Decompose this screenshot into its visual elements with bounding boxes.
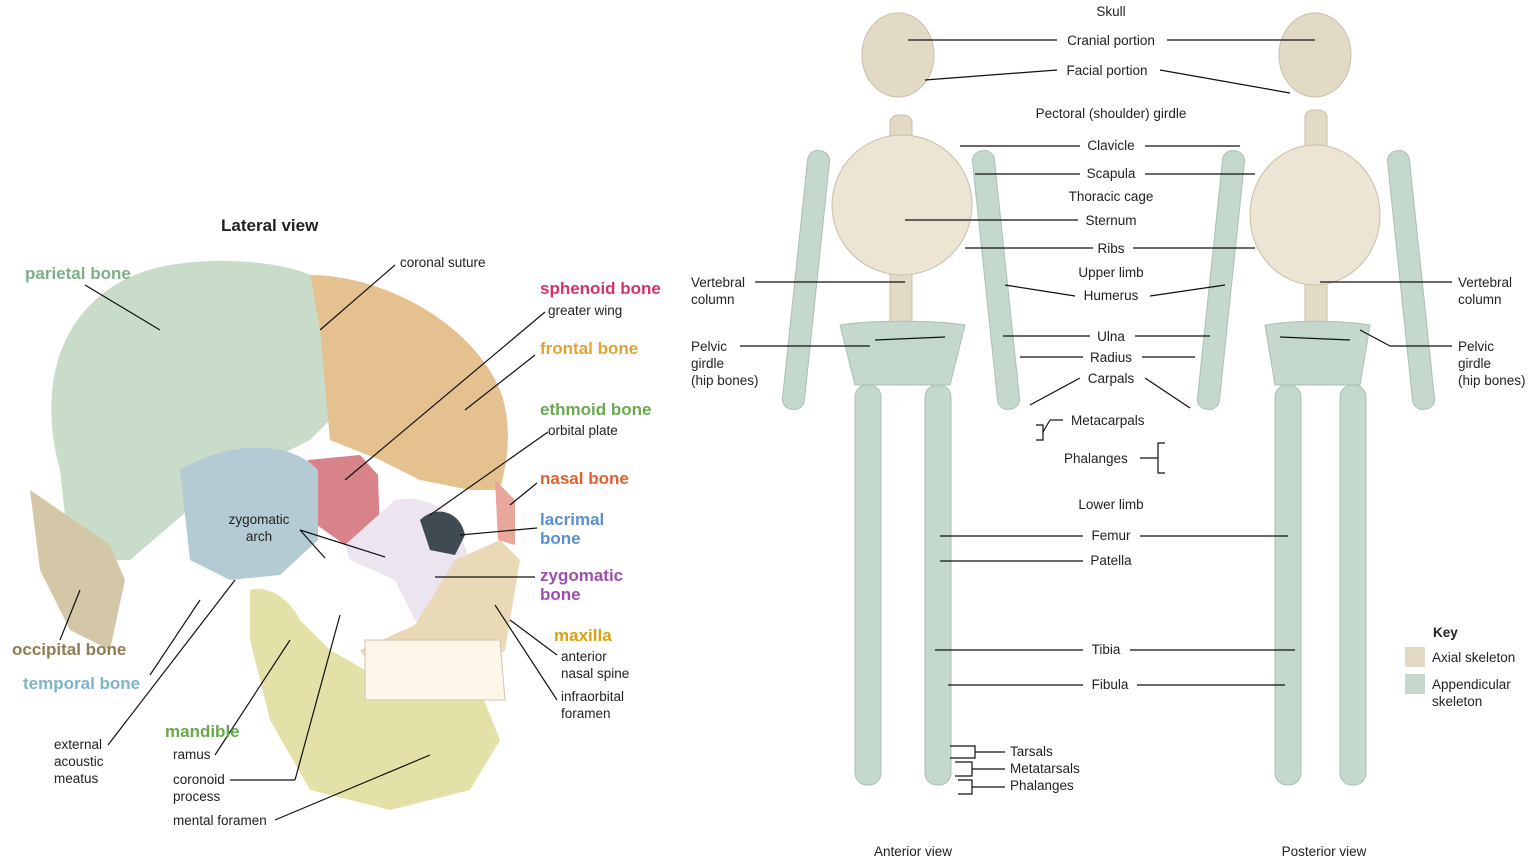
phalanges-foot-label: Phalanges [1010,778,1074,793]
zygomatic-bone-label: zygomatic bone [540,566,624,604]
anterior-view-caption: Anterior view [873,844,953,859]
metacarpals-label: Metacarpals [1071,413,1145,428]
vertebral-column-left-label: Vertebral column [691,275,746,307]
skeleton-anterior-limbs [781,150,1021,786]
right-leg-posterior-shape [1339,384,1367,786]
skull-lateral-illustration [30,260,520,810]
maxilla-label: maxilla [554,626,612,645]
greater-wing-label: greater wing [548,303,623,318]
pelvic-girdle-left-label: Pelvic girdle (hip bones) [691,339,759,388]
ribcage-anterior-shape [831,134,973,276]
fibula-label: Fibula [1091,677,1129,692]
pelvis-posterior-shape [1264,320,1371,386]
appendicular-skeleton-swatch [1405,674,1425,694]
skull-posterior-shape [1278,12,1352,98]
sternum-label: Sternum [1085,213,1137,228]
vertebral-column-right-label: Vertebral column [1458,275,1513,307]
pelvic-girdle-right-label: Pelvic girdle (hip bones) [1458,339,1526,388]
mental-foramen-label: mental foramen [173,813,267,828]
skeleton-anterior-illustration [831,12,973,386]
thoracic-cage-label: Thoracic cage [1068,189,1154,204]
lateral-view-title: Lateral view [221,216,319,235]
appendicular-skeleton-label: Appendicular skeleton [1432,677,1511,709]
left-leg-posterior-shape [1274,384,1302,786]
parietal-bone-label: parietal bone [25,264,131,283]
scapula-label: Scapula [1086,166,1136,181]
key-title: Key [1433,625,1458,640]
sphenoid-region [308,455,380,545]
femur-label: Femur [1091,528,1131,543]
ribcage-posterior-shape [1249,144,1381,286]
right-leg-anterior-shape [924,384,952,786]
radius-label: Radius [1089,350,1133,365]
humerus-label: Humerus [1083,288,1139,303]
sphenoid-bone-label: sphenoid bone [540,279,661,298]
tarsals-label: Tarsals [1010,744,1053,759]
teeth-region [364,639,506,701]
skeleton-posterior-illustration [1249,12,1381,386]
occipital-bone-label: occipital bone [12,640,127,659]
left-arm-posterior-shape [1196,150,1246,410]
left-arm-anterior-shape [781,150,831,410]
leader-lines [59,39,1452,821]
ethmoid-bone-label: ethmoid bone [540,400,652,419]
pelvis-anterior-shape [839,320,966,386]
axial-skeleton-label: Axial skeleton [1432,650,1516,665]
clavicle-label: Clavicle [1087,138,1135,153]
frontal-bone-label: frontal bone [540,339,639,358]
cranial-portion-label: Cranial portion [1067,33,1155,48]
orbital-plate-label: orbital plate [548,423,618,438]
external-acoustic-meatus-label: external acoustic meatus [54,737,104,786]
coronoid-process-label: coronoid process [173,772,225,804]
carpals-label: Carpals [1087,371,1135,386]
frontal-region [310,275,508,490]
right-arm-anterior-shape [971,150,1021,410]
upper-limb-label: Upper limb [1078,265,1144,280]
ribs-label: Ribs [1097,241,1125,256]
lacrimal-bone-label: lacrimal bone [540,510,605,548]
axial-skeleton-swatch [1405,647,1425,667]
parietal-region [51,260,331,560]
lower-limb-label: Lower limb [1078,497,1144,512]
temporal-region [180,447,318,580]
skull-anterior-shape [861,12,935,98]
infraorbital-foramen-label: infraorbital foramen [561,689,625,721]
metatarsals-label: Metatarsals [1010,761,1080,776]
occipital-region [30,490,125,650]
ulna-label: Ulna [1097,329,1125,344]
mandible-label: mandible [165,722,240,741]
right-arm-posterior-shape [1386,150,1436,410]
patella-label: Patella [1090,553,1132,568]
temporal-bone-label: temporal bone [23,674,141,693]
pectoral-girdle-label: Pectoral (shoulder) girdle [1035,106,1187,121]
skull-label: Skull [1096,4,1126,19]
orbit [420,511,465,555]
nasal-bone-label: nasal bone [540,469,629,488]
left-leg-anterior-shape [854,384,882,786]
anterior-nasal-spine-label: anterior nasal spine [561,649,630,681]
ramus-label: ramus [173,747,211,762]
facial-portion-label: Facial portion [1066,63,1148,78]
tibia-label: Tibia [1091,642,1121,657]
nasal-region [495,480,515,545]
posterior-view-caption: Posterior view [1281,844,1367,859]
phalanges-hand-label: Phalanges [1064,451,1128,466]
zygomatic-arch-label: zygomatic arch [228,512,290,544]
coronal-suture-label: coronal suture [400,255,486,270]
